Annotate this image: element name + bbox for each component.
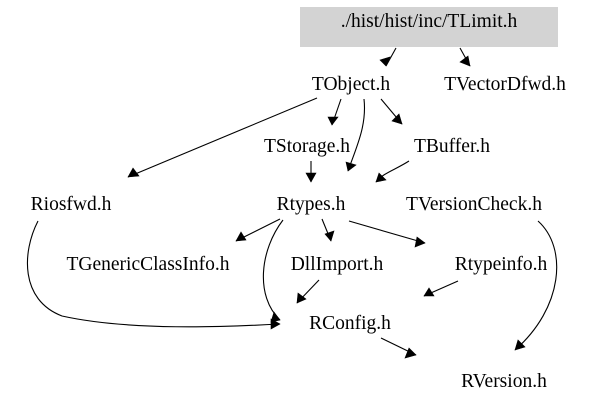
node-rtypes[interactable]: Rtypes.h: [277, 194, 346, 215]
node-label: Rtypes.h: [277, 194, 346, 215]
edge-line: [262, 219, 284, 321]
node-label: DllImport.h: [291, 254, 384, 275]
node-rtypeinfo[interactable]: Rtypeinfo.h: [455, 254, 548, 275]
node-rversion[interactable]: RVersion.h: [461, 371, 547, 392]
arrowhead-icon: [379, 56, 391, 67]
arrowhead-icon: [270, 311, 281, 323]
arrowhead-icon: [391, 113, 403, 125]
edge-line: [26, 220, 281, 328]
arrowhead-icon: [235, 231, 247, 242]
node-label: ./hist/hist/inc/TLimit.h: [341, 11, 518, 32]
edge-tversioncheck-to-rversion: [514, 220, 558, 351]
node-label: TBuffer.h: [414, 136, 490, 157]
node-dllimport[interactable]: DllImport.h: [291, 254, 384, 275]
edge-tobject-to-riosfwd: [127, 97, 318, 178]
edge-rtypes-to-rconfig: [262, 219, 284, 323]
arrowhead-icon: [345, 161, 357, 172]
edges-layer: [26, 47, 558, 359]
node-tgeneric[interactable]: TGenericClassInfo.h: [67, 254, 230, 275]
node-label: Rtypeinfo.h: [455, 254, 548, 275]
node-tlimit[interactable]: ./hist/hist/inc/TLimit.h: [300, 7, 558, 47]
edge-tlimit-to-tobject: [379, 47, 397, 67]
node-background: [300, 7, 558, 47]
arrowhead-icon: [270, 318, 281, 330]
node-label: TVersionCheck.h: [406, 194, 542, 215]
arrowhead-icon: [127, 167, 140, 178]
arrowhead-icon: [423, 287, 435, 297]
edge-line: [347, 98, 366, 172]
edge-line: [514, 220, 558, 351]
node-tstorage[interactable]: TStorage.h: [264, 136, 350, 157]
edge-rtypeinfo-to-rconfig: [423, 280, 459, 297]
edge-tlimit-to-tvectordfwd: [459, 47, 471, 67]
arrowhead-icon: [296, 292, 307, 304]
edge-tobject-to-tbuffer: [380, 98, 403, 125]
edge-line: [127, 97, 318, 178]
arrowhead-icon: [324, 230, 335, 242]
node-riosfwd[interactable]: Riosfwd.h: [31, 194, 112, 215]
arrowhead-icon: [375, 172, 387, 183]
edge-rconfig-to-rversion: [380, 337, 417, 359]
edge-line: [385, 47, 397, 67]
node-tobject[interactable]: TObject.h: [312, 74, 390, 95]
node-rconfig[interactable]: RConfig.h: [309, 313, 391, 334]
arrowhead-icon: [404, 347, 417, 359]
edge-rtypes-to-tgeneric: [235, 218, 281, 242]
node-tvectordfwd[interactable]: TVectorDfwd.h: [444, 74, 566, 95]
edge-rtypes-to-dllimport: [321, 218, 335, 242]
arrowhead-icon: [327, 116, 339, 126]
edge-rtypes-to-rtypeinfo: [348, 220, 426, 248]
arrowhead-icon: [514, 339, 526, 351]
node-tbuffer[interactable]: TBuffer.h: [414, 136, 490, 157]
arrowhead-icon: [414, 236, 426, 248]
node-label: Riosfwd.h: [31, 194, 112, 215]
edge-tstorage-to-rtypes: [305, 161, 317, 183]
node-tversioncheck[interactable]: TVersionCheck.h: [406, 194, 542, 215]
arrowhead-icon: [305, 172, 317, 183]
node-label: TStorage.h: [264, 136, 350, 157]
edge-tobject-to-rtypes: [345, 98, 366, 172]
edge-tbuffer-to-tversioncheck: [375, 160, 410, 183]
edge-dllimport-to-rconfig: [296, 279, 320, 304]
node-label: RVersion.h: [461, 371, 547, 392]
node-label: RConfig.h: [309, 313, 391, 334]
arrowhead-icon: [459, 55, 471, 67]
node-label: TObject.h: [312, 74, 390, 95]
edge-tobject-to-tstorage: [327, 98, 342, 126]
edge-riosfwd-to-rconfig: [26, 220, 281, 330]
node-label: TVectorDfwd.h: [444, 74, 566, 95]
node-label: TGenericClassInfo.h: [67, 254, 230, 275]
edge-line: [348, 220, 426, 244]
